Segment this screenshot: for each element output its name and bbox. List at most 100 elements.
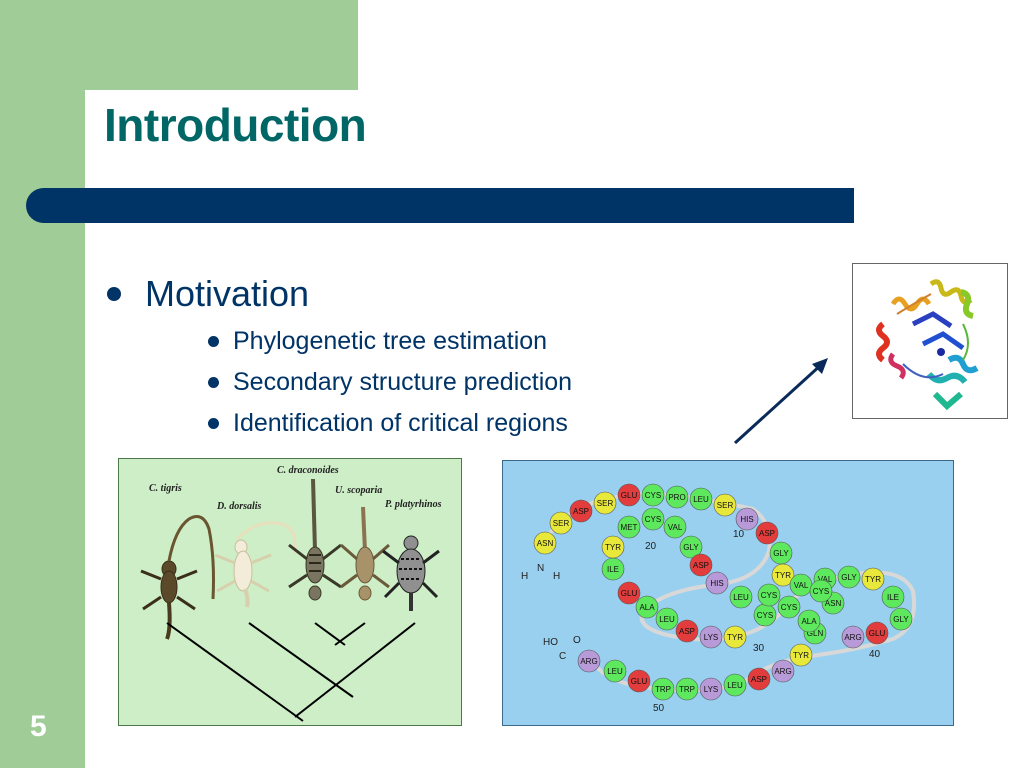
bullet-dot-icon bbox=[208, 377, 219, 388]
residue-circle bbox=[617, 515, 641, 539]
residue-label: ASP bbox=[679, 627, 695, 636]
residue-label: ARG bbox=[844, 633, 861, 642]
residue-label: TYR bbox=[865, 575, 881, 584]
residue-circle bbox=[777, 595, 801, 619]
residue-circle bbox=[809, 579, 833, 603]
residue-label: TYR bbox=[605, 543, 621, 552]
residue-label: GLN bbox=[807, 629, 824, 638]
residue-circle bbox=[641, 507, 665, 531]
residue-label: VAL bbox=[668, 523, 683, 532]
sub-bullet-text: Identification of critical regions bbox=[233, 409, 568, 437]
residue-circle bbox=[841, 625, 865, 649]
residue-circle bbox=[723, 625, 747, 649]
lizard-icon bbox=[140, 515, 215, 640]
bullet-dot-icon bbox=[107, 287, 121, 301]
residue-label: CYS bbox=[645, 491, 661, 500]
residue-circle bbox=[861, 567, 885, 591]
backbone-line bbox=[543, 492, 916, 693]
residue-label: GLU bbox=[621, 589, 638, 598]
bullet-dot-icon bbox=[208, 418, 219, 429]
c-terminus-ho: HO bbox=[543, 637, 558, 648]
bullet-main-text: Motivation bbox=[145, 273, 310, 314]
residue-label: PRO bbox=[668, 493, 685, 502]
residue-circle bbox=[713, 493, 737, 517]
residue-circle bbox=[735, 507, 759, 531]
residue-circle bbox=[789, 643, 813, 667]
residue-label: GLU bbox=[869, 629, 886, 638]
residue-circle bbox=[699, 677, 723, 701]
protein-structure-image bbox=[852, 263, 1008, 419]
residue-circle bbox=[569, 499, 593, 523]
residue-label: SER bbox=[717, 501, 734, 510]
residue-circle bbox=[705, 571, 729, 595]
lizard-phylogeny-figure: C. tigris D. dorsalis C. draconoides U. … bbox=[118, 458, 462, 726]
residue-label: ARG bbox=[774, 667, 791, 676]
residue-circle bbox=[577, 649, 601, 673]
sub-bullet-critical-regions: Identification of critical regions bbox=[208, 409, 568, 438]
residue-circle bbox=[771, 659, 795, 683]
residue-circle bbox=[533, 531, 557, 555]
bullet-dot-icon bbox=[208, 336, 219, 347]
residue-label: LEU bbox=[659, 615, 675, 624]
residue-label: TYR bbox=[793, 651, 809, 660]
residue-circle bbox=[627, 669, 651, 693]
residue-number: 20 bbox=[645, 541, 657, 552]
species-label: C. draconoides bbox=[277, 465, 339, 476]
residue-label: LEU bbox=[607, 667, 623, 676]
n-terminus-h: H bbox=[553, 571, 560, 582]
residue-circle bbox=[747, 667, 771, 691]
sub-bullet-text: Phylogenetic tree estimation bbox=[233, 327, 548, 355]
residue-circle bbox=[675, 619, 699, 643]
residue-circle bbox=[729, 585, 753, 609]
residue-label: GLY bbox=[841, 573, 857, 582]
species-label: C. tigris bbox=[149, 483, 182, 494]
ribbon-diagram bbox=[876, 279, 979, 411]
species-label: P. platyrhinos bbox=[385, 499, 442, 510]
sub-bullet-secondary-structure: Secondary structure prediction bbox=[208, 368, 572, 397]
n-terminus-n: N bbox=[537, 563, 544, 574]
residue-label: CYS bbox=[645, 515, 661, 524]
residue-label: ASN bbox=[537, 539, 554, 548]
species-label: D. dorsalis bbox=[217, 501, 262, 512]
residue-circle bbox=[755, 521, 779, 545]
residue-label: LEU bbox=[693, 495, 709, 504]
residue-label: TYR bbox=[775, 571, 791, 580]
residue-label: MET bbox=[621, 523, 638, 532]
residue-circle bbox=[651, 677, 675, 701]
residue-label: GLU bbox=[631, 677, 648, 686]
residue-circle bbox=[889, 607, 913, 631]
residue-circle bbox=[617, 483, 641, 507]
residue-label: CYS bbox=[781, 603, 797, 612]
sub-bullet-text: Secondary structure prediction bbox=[233, 368, 573, 396]
lizard-illustrations bbox=[140, 478, 440, 722]
residue-label: GLU bbox=[621, 491, 638, 500]
residue-circle bbox=[641, 483, 665, 507]
residue-circle bbox=[617, 581, 641, 605]
residue-label: SER bbox=[597, 499, 614, 508]
sub-bullet-phylogenetic: Phylogenetic tree estimation bbox=[208, 327, 547, 356]
bullet-motivation: Motivation bbox=[107, 273, 309, 315]
residue-label: GLY bbox=[773, 549, 789, 558]
phylogenetic-tree bbox=[166, 622, 416, 722]
residue-label: ALA bbox=[639, 603, 655, 612]
residue-circle bbox=[771, 563, 795, 587]
species-label: U. scoparia bbox=[335, 485, 383, 496]
residue-label: CYS bbox=[761, 591, 777, 600]
residue-circle bbox=[757, 583, 781, 607]
residue-label: ALA bbox=[801, 617, 817, 626]
residue-circle bbox=[675, 677, 699, 701]
residue-label: GLY bbox=[893, 615, 909, 624]
residue-label: GLY bbox=[683, 543, 699, 552]
residue-circle bbox=[665, 485, 689, 509]
residue-circle bbox=[603, 659, 627, 683]
residue-label: HIS bbox=[710, 579, 723, 588]
residue-circle bbox=[723, 673, 747, 697]
title-underline-bar bbox=[26, 188, 854, 223]
c-terminus-o: O bbox=[573, 635, 581, 646]
residue-label: LEU bbox=[733, 593, 749, 602]
residue-circle bbox=[837, 565, 861, 589]
residue-label: ASP bbox=[751, 675, 767, 684]
lizard-icon bbox=[214, 521, 297, 608]
